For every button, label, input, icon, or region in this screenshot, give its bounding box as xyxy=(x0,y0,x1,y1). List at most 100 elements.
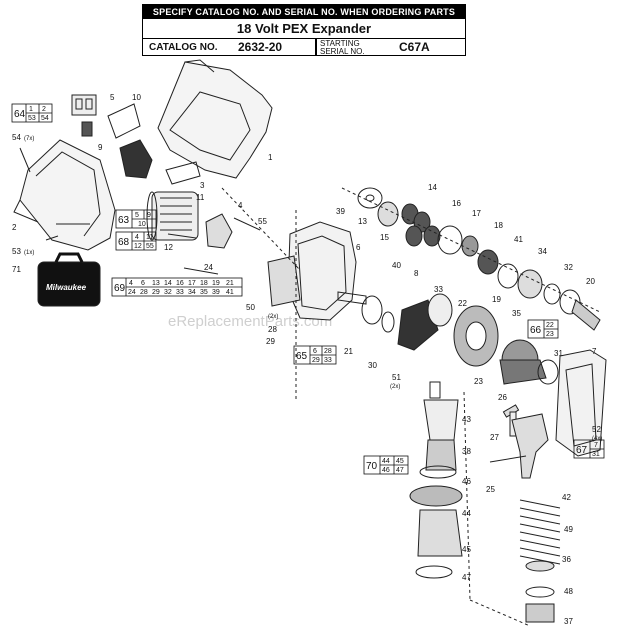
svg-text:33: 33 xyxy=(324,357,332,364)
svg-text:2: 2 xyxy=(42,106,46,113)
svg-text:13: 13 xyxy=(152,280,160,287)
banner-text: SPECIFY CATALOG NO. AND SERIAL NO. WHEN … xyxy=(143,5,465,19)
brand-logo: Milwaukee xyxy=(46,283,87,292)
callout: 53 xyxy=(12,247,21,256)
svg-text:7: 7 xyxy=(594,442,598,449)
svg-text:69: 69 xyxy=(114,283,126,294)
callout: 6 xyxy=(356,243,361,252)
svg-text:33: 33 xyxy=(176,289,184,296)
svg-text:23: 23 xyxy=(546,331,554,338)
svg-text:5: 5 xyxy=(135,212,139,219)
callout: 2 xyxy=(12,223,17,232)
qty-note: (2x) xyxy=(268,314,278,320)
svg-text:29: 29 xyxy=(312,357,320,364)
svg-text:6: 6 xyxy=(313,348,317,355)
svg-text:67: 67 xyxy=(576,445,588,456)
callout: 1 xyxy=(268,153,273,162)
quantity-notes: (7x) (1x) (2x) (2x) (4x) xyxy=(24,136,602,442)
svg-text:1: 1 xyxy=(29,106,33,113)
callout: 46 xyxy=(462,477,471,486)
callout: 48 xyxy=(564,587,573,596)
callout: 23 xyxy=(474,377,483,386)
callout-labels: 1 2 3 4 5 6 7 8 9 10 11 12 13 14 15 16 1… xyxy=(12,93,601,626)
qty-note: (7x) xyxy=(24,136,34,142)
callout: 37 xyxy=(564,617,573,626)
svg-text:45: 45 xyxy=(396,458,404,465)
svg-text:9: 9 xyxy=(147,212,151,219)
svg-text:21: 21 xyxy=(226,280,234,287)
svg-text:28: 28 xyxy=(324,348,332,355)
callout: 18 xyxy=(494,221,503,230)
kit-box-65: 65 6 28 29 33 xyxy=(293,345,337,365)
svg-text:4: 4 xyxy=(135,234,139,241)
callout: 40 xyxy=(392,261,401,270)
callout: 43 xyxy=(462,415,471,424)
callout: 45 xyxy=(462,545,471,554)
callout: 71 xyxy=(12,265,21,274)
kit-box-67: 67 731 xyxy=(573,439,605,459)
callout: 50 xyxy=(246,303,255,312)
product-title: 18 Volt PEX Expander xyxy=(143,19,465,39)
callout: 47 xyxy=(462,573,471,582)
watermark-text: eReplacementParts.com xyxy=(168,313,332,330)
svg-text:53: 53 xyxy=(28,115,36,122)
callout: 5 xyxy=(110,93,115,102)
svg-text:63: 63 xyxy=(118,215,130,226)
callout: 10 xyxy=(132,93,141,102)
catalog-label: CATALOG NO. xyxy=(149,42,218,53)
callout: 41 xyxy=(514,235,523,244)
callout: 15 xyxy=(380,233,389,242)
svg-text:68: 68 xyxy=(118,237,130,248)
svg-text:24: 24 xyxy=(128,289,136,296)
callout: 20 xyxy=(586,277,595,286)
callout: 54 xyxy=(12,133,21,142)
callout: 31 xyxy=(554,349,563,358)
svg-text:46: 46 xyxy=(382,467,390,474)
svg-text:39: 39 xyxy=(212,289,220,296)
svg-text:6: 6 xyxy=(141,280,145,287)
callout: 11 xyxy=(196,193,205,202)
callout: 51 xyxy=(392,373,401,382)
svg-text:47: 47 xyxy=(396,467,404,474)
callout: 29 xyxy=(266,337,275,346)
svg-text:41: 41 xyxy=(226,289,234,296)
callout: 30 xyxy=(368,361,377,370)
catalog-value: 2632-20 xyxy=(238,40,283,54)
callout: 39 xyxy=(336,207,345,216)
callout: 49 xyxy=(564,525,573,534)
callout: 24 xyxy=(204,263,213,272)
callout: 32 xyxy=(564,263,573,272)
main-assembly-outline xyxy=(13,59,607,627)
callout: 26 xyxy=(498,393,507,402)
serial-value: C67A xyxy=(399,40,430,54)
callout: 19 xyxy=(492,295,501,304)
callout: 36 xyxy=(562,555,571,564)
callout: 21 xyxy=(344,347,353,356)
svg-text:65: 65 xyxy=(296,351,308,362)
svg-text:64: 64 xyxy=(14,109,26,120)
callout: 35 xyxy=(512,309,521,318)
svg-text:10: 10 xyxy=(138,221,146,228)
callout: 8 xyxy=(414,269,419,278)
callout: 22 xyxy=(458,299,467,308)
row-divider xyxy=(315,39,317,56)
callout: 33 xyxy=(434,285,443,294)
callout: 7 xyxy=(592,347,597,356)
callout: 44 xyxy=(462,509,471,518)
callout: 13 xyxy=(358,217,367,226)
callout: 38 xyxy=(462,447,471,456)
callout: 9 xyxy=(98,143,103,152)
svg-text:17: 17 xyxy=(188,280,196,287)
svg-text:29: 29 xyxy=(152,289,160,296)
svg-text:12: 12 xyxy=(134,243,142,250)
svg-text:55: 55 xyxy=(146,243,154,250)
callout: 17 xyxy=(472,209,481,218)
callout: 34 xyxy=(538,247,547,256)
svg-text:22: 22 xyxy=(546,322,554,329)
svg-text:16: 16 xyxy=(176,280,184,287)
